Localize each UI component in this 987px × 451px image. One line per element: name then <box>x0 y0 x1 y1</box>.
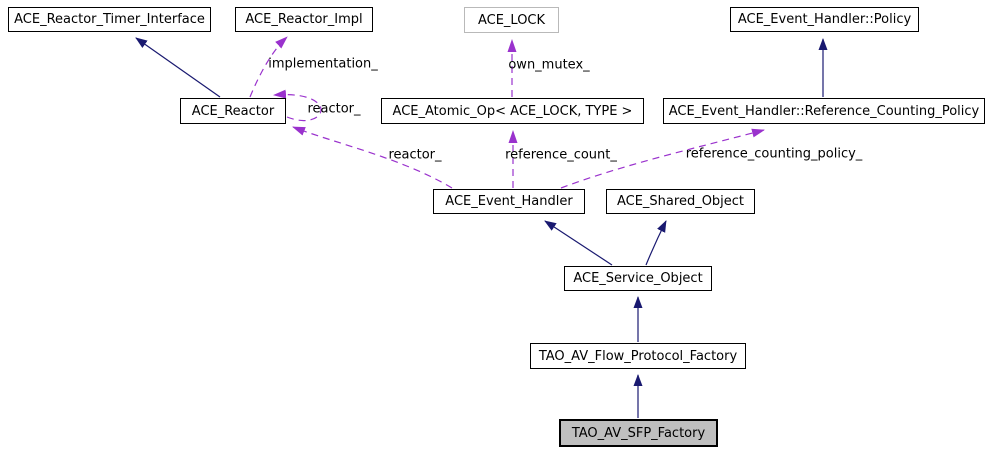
node-tao-av-flow-protocol-factory[interactable]: TAO_AV_Flow_Protocol_Factory <box>530 343 746 369</box>
edge-service-object-to-event-handler <box>544 220 613 266</box>
node-ace-event-handler[interactable]: ACE_Event_Handler <box>433 189 585 214</box>
node-tao-av-sfp-factory[interactable]: TAO_AV_SFP_Factory <box>559 419 718 447</box>
edge-reactor-to-timer-interface <box>135 37 221 98</box>
node-ace-shared-object[interactable]: ACE_Shared_Object <box>606 189 755 214</box>
edge-label-event-handler-to-reference-counting-policy: reference_counting_policy_ <box>685 146 863 162</box>
edge-event-handler-to-reference-counting-policy <box>560 128 765 189</box>
edge-reactor-to-impl-implementation <box>249 36 288 98</box>
node-ace-event-handler-reference-counting-policy[interactable]: ACE_Event_Handler::Reference_Counting_Po… <box>663 98 985 124</box>
edge-label-atomic-op-to-lock-own-mutex: own_mutex_ <box>508 57 590 73</box>
edge-event-handler-to-reactor <box>292 126 453 189</box>
node-ace-service-object[interactable]: ACE_Service_Object <box>564 266 712 291</box>
edge-label-reactor-to-impl-implementation: implementation_ <box>268 56 378 72</box>
edge-label-reactor-self-loop: reactor_ <box>307 101 361 117</box>
edge-reactor-self-loop <box>273 89 322 122</box>
edge-service-object-to-shared-object <box>645 220 667 266</box>
node-ace-lock[interactable]: ACE_LOCK <box>464 7 559 33</box>
node-ace-reactor[interactable]: ACE_Reactor <box>180 98 286 124</box>
node-ace-reactor-impl[interactable]: ACE_Reactor_Impl <box>235 7 373 32</box>
node-ace-atomic-op[interactable]: ACE_Atomic_Op< ACE_LOCK, TYPE > <box>381 98 644 124</box>
node-ace-reactor-timer-interface[interactable]: ACE_Reactor_Timer_Interface <box>8 7 211 32</box>
edge-label-event-handler-to-atomic-op-reference-count: reference_count_ <box>505 147 617 163</box>
node-ace-event-handler-policy[interactable]: ACE_Event_Handler::Policy <box>730 7 919 32</box>
edge-label-event-handler-to-reactor: reactor_ <box>388 147 442 163</box>
